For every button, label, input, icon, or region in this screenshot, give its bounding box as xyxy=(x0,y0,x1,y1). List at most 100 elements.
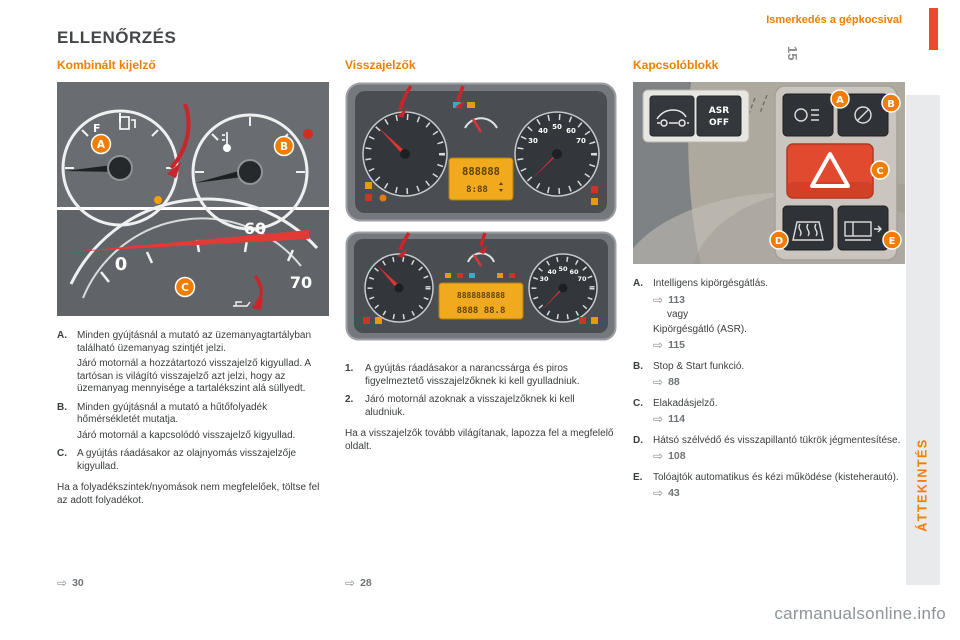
list-item-1: 1. A gyújtás ráadásakor a narancssárga é… xyxy=(345,363,617,388)
entry-a: A. Intelligens kipörgésgátlás. ⇨ 113 vag… xyxy=(633,278,905,352)
ref-arrow-icon: ⇨ xyxy=(653,449,664,463)
combined-display-text: A. Minden gyújtásnál a mutató az üzemany… xyxy=(57,330,329,507)
svg-text:8888 88.8: 8888 88.8 xyxy=(457,306,506,316)
list-item-b: B. Minden gyújtásnál a mutató a hűtőfoly… xyxy=(57,402,329,443)
rear-demist-icon xyxy=(792,221,824,241)
ref-arrow-icon: ⇨ xyxy=(653,412,664,426)
callout-d: D xyxy=(769,230,789,250)
hazard-warning-button xyxy=(786,143,874,199)
switch-block-photo: ASR OFF xyxy=(633,82,905,264)
center-mini-gauge xyxy=(467,252,495,267)
svg-text:60: 60 xyxy=(244,219,266,238)
entry-text: Tolóajtók automatikus és kézi működése (… xyxy=(653,471,899,483)
svg-text:B: B xyxy=(280,141,288,153)
page-reference: ⇨ 115 xyxy=(653,339,905,352)
list-item-2: 2. Járó motornál azoknak a visszajelzőkn… xyxy=(345,394,617,419)
page-reference: ⇨ 113 xyxy=(653,293,905,307)
switch-block-figure: ASR OFF xyxy=(633,82,905,264)
switch-strip xyxy=(774,85,898,261)
speedo-needle xyxy=(69,230,309,252)
temperature-gauge xyxy=(191,113,313,231)
speedometer-closeup: 0 60 70 C xyxy=(69,197,319,310)
warning-lamp-icons xyxy=(363,273,598,324)
svg-text:E: E xyxy=(889,236,896,247)
entry-text: Hátsó szélvédő és visszapillantó tükrök … xyxy=(653,434,901,446)
page-reference: ⇨ 114 xyxy=(653,413,905,426)
chapter-header: Ismerkedés a gépkocsival xyxy=(766,14,902,26)
ref-page: 28 xyxy=(360,577,372,589)
callout-c: C xyxy=(870,160,890,180)
item-more: Járó motornál a kapcsolódó visszajelző k… xyxy=(77,429,296,441)
svg-text:30: 30 xyxy=(528,137,538,145)
svg-text:60: 60 xyxy=(569,268,579,276)
instrument-cluster-top: 30 40 50 60 70 888888 8:88 xyxy=(345,82,617,222)
entry-e: E. Tolóajtók automatikus és kézi működés… xyxy=(633,472,905,500)
page-reference: ⇨ 43 xyxy=(653,487,905,500)
svg-text:A: A xyxy=(836,95,844,106)
callout-a: A xyxy=(830,89,850,109)
ref-page: 115 xyxy=(668,339,686,351)
callout-a: A xyxy=(90,133,112,155)
speedometer-gauge: 30 40 50 60 70 xyxy=(514,111,600,197)
svg-text:50: 50 xyxy=(558,265,568,273)
callout-e: E xyxy=(882,230,902,250)
side-tab-band: ÁTTEKINTÉS xyxy=(906,95,940,585)
svg-text:70: 70 xyxy=(577,275,587,283)
item-text: A gyújtás ráadásakor a narancssárga és p… xyxy=(365,363,580,387)
entry-b: B. Stop & Start funkció. ⇨ 88 xyxy=(633,361,905,389)
entry-text: Intelligens kipörgésgátlás. xyxy=(653,278,769,289)
svg-text:50: 50 xyxy=(552,123,562,131)
entry-label: D. xyxy=(633,434,643,446)
tachometer-gauge xyxy=(362,111,448,197)
tachometer-gauge xyxy=(364,253,434,323)
left-switch-panel: ASR OFF xyxy=(642,89,750,143)
page-reference: ⇨ 28 xyxy=(345,576,372,590)
page-reference: ⇨ 108 xyxy=(653,450,905,463)
instrument-cluster-figure-2: 30 40 50 60 70 8888888888 8888 88.8 xyxy=(345,231,617,341)
combined-display-illustration: F xyxy=(57,82,329,316)
coolant-temp-icon xyxy=(222,132,232,152)
speedometer-gauge: 30 40 50 60 70 xyxy=(528,253,598,323)
red-callout-arrows xyxy=(397,232,488,258)
list-item-a: A. Minden gyújtásnál a mutató az üzemany… xyxy=(57,330,329,396)
entry-text: Stop & Start funkció. xyxy=(653,360,745,372)
note-text: Ha a folyadékszintek/nyomások nem megfel… xyxy=(57,482,320,506)
item-text: Minden gyújtásnál a mutató a hűtőfolyadé… xyxy=(77,401,268,426)
red-pointer-arrow-2 xyxy=(251,274,263,310)
callout-b: B xyxy=(881,93,901,113)
svg-text:60: 60 xyxy=(566,127,576,135)
entry-label: A. xyxy=(633,278,643,289)
svg-text:C: C xyxy=(181,282,189,294)
ref-arrow-icon: ⇨ xyxy=(653,375,664,389)
tachometer-needle xyxy=(378,127,407,155)
asr-off-icon xyxy=(854,106,872,124)
svg-text:F: F xyxy=(93,122,101,135)
item-label: 1. xyxy=(345,363,354,374)
low-fuel-warning-dot xyxy=(154,196,162,204)
center-mini-gauge xyxy=(464,117,498,133)
ref-page: 113 xyxy=(668,293,686,306)
side-tab-label: ÁTTEKINTÉS xyxy=(916,438,931,532)
entry-label: C. xyxy=(633,397,643,409)
ref-page: 43 xyxy=(668,487,680,499)
entry-c: C. Elakadásjelző. ⇨ 114 xyxy=(633,398,905,426)
ref-arrow-icon: ⇨ xyxy=(653,486,664,500)
ref-arrow-icon: ⇨ xyxy=(653,338,664,352)
alt-word: vagy xyxy=(667,309,689,320)
warning-lamp-icons xyxy=(365,102,598,205)
item-more: Járó motornál a hozzátartozó visszajelző… xyxy=(77,358,311,394)
svg-text:B: B xyxy=(887,99,895,110)
page-reference: ⇨ 30 xyxy=(57,576,84,590)
svg-text:OFF: OFF xyxy=(709,118,729,128)
list-item-c: C. A gyújtás ráadásakor az olajnyomás vi… xyxy=(57,448,329,473)
item-text: A gyújtás ráadásakor az olajnyomás vissz… xyxy=(77,448,296,472)
column-indicator-lamps: Visszajelzők xyxy=(345,58,617,618)
ref-page: 88 xyxy=(668,376,680,388)
instrument-cluster-figure-1: 30 40 50 60 70 888888 8:88 xyxy=(345,82,617,222)
callout-c: C xyxy=(174,276,196,298)
watermark: carmanualsonline.info xyxy=(774,604,946,623)
svg-text:30: 30 xyxy=(539,275,549,283)
fuel-needle xyxy=(65,164,120,172)
svg-text:0: 0 xyxy=(115,254,128,275)
